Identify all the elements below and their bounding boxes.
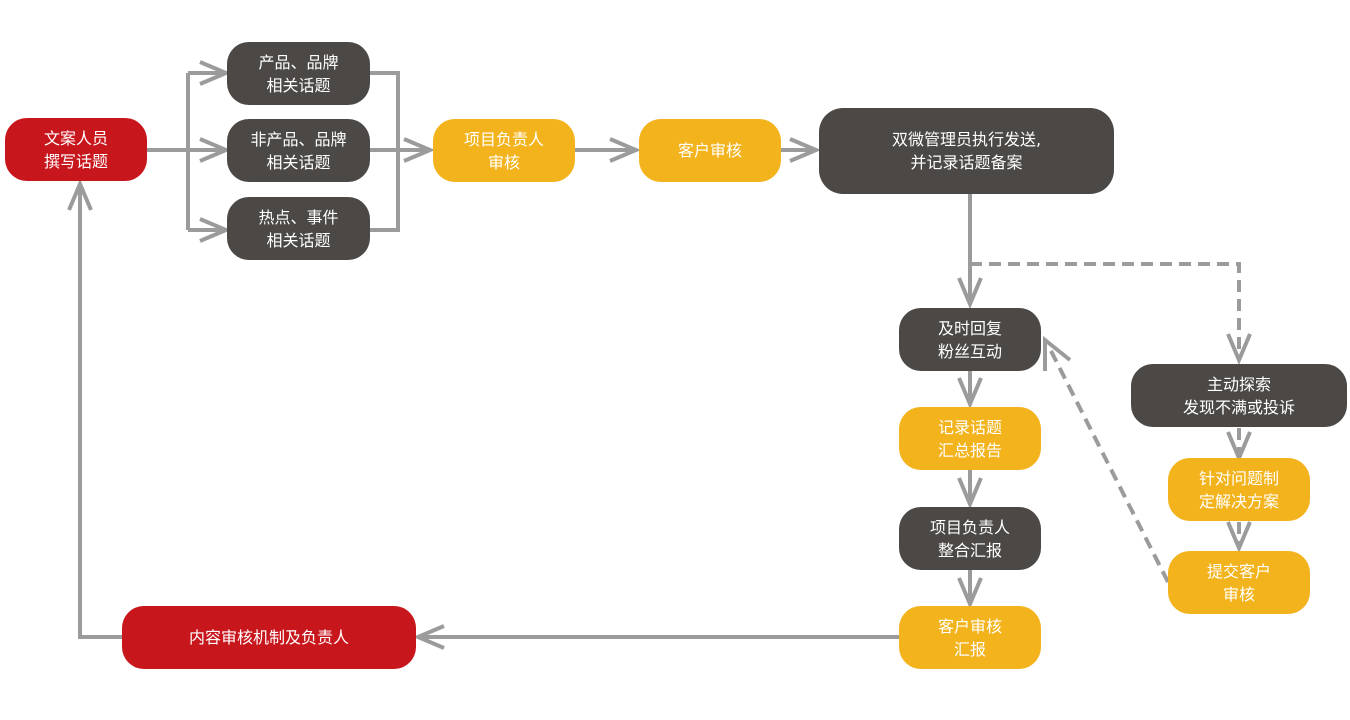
arrow-head-topic-product: [199, 60, 232, 86]
arrow-head-record-report: [957, 377, 983, 410]
node-mechanism: 内容审核机制及负责人: [122, 606, 416, 669]
node-record-report: 记录话题 汇总报告: [899, 407, 1041, 470]
node-client-review-report: 客户审核 汇报: [899, 606, 1041, 669]
arrow-head-reply-fans: [957, 277, 983, 310]
node-topic-product: 产品、品牌 相关话题: [227, 42, 370, 105]
arrow-head-pm-integrate: [957, 477, 983, 510]
arrow-head-mechanism: [412, 624, 445, 650]
node-pm-integrate: 项目负责人 整合汇报: [899, 507, 1041, 570]
arrow-head-topic-non-product: [199, 137, 232, 163]
edge-submit-client-to-reply-fans: [1046, 344, 1170, 583]
node-writer: 文案人员 撰写话题: [5, 118, 147, 181]
node-topic-hotspot: 热点、事件 相关话题: [227, 197, 370, 260]
arrow-head-reply-fans-dashed: [1043, 335, 1072, 371]
arrow-head-submit-client: [1226, 521, 1252, 554]
node-explore: 主动探索 发现不满或投诉: [1131, 364, 1347, 427]
node-topic-non-product: 非产品、品牌 相关话题: [227, 119, 370, 182]
arrow-head-topic-hotspot: [199, 217, 232, 243]
node-admin-send: 双微管理员执行发送, 并记录话题备案: [819, 108, 1114, 194]
node-pm-review: 项目负责人 审核: [433, 119, 575, 182]
edge-mechanism-to-writer: [78, 184, 122, 639]
node-solution: 针对问题制 定解决方案: [1168, 458, 1310, 521]
node-submit-client: 提交客户 审核: [1168, 551, 1310, 614]
edge-admin-send-to-explore: [970, 262, 1241, 360]
arrow-head-admin-send: [789, 137, 822, 163]
edge-writer-to-topics: [147, 71, 226, 232]
arrow-head-explore: [1226, 333, 1252, 366]
arrow-head-writer: [67, 178, 93, 211]
edge-topics-to-pm-review: [370, 71, 430, 232]
arrow-head-client-review: [609, 137, 642, 163]
arrow-head-pm-review: [403, 137, 436, 163]
arrow-head-client-review-report: [957, 577, 983, 610]
node-reply-fans: 及时回复 粉丝互动: [899, 308, 1041, 371]
node-client-review: 客户审核: [639, 119, 781, 182]
